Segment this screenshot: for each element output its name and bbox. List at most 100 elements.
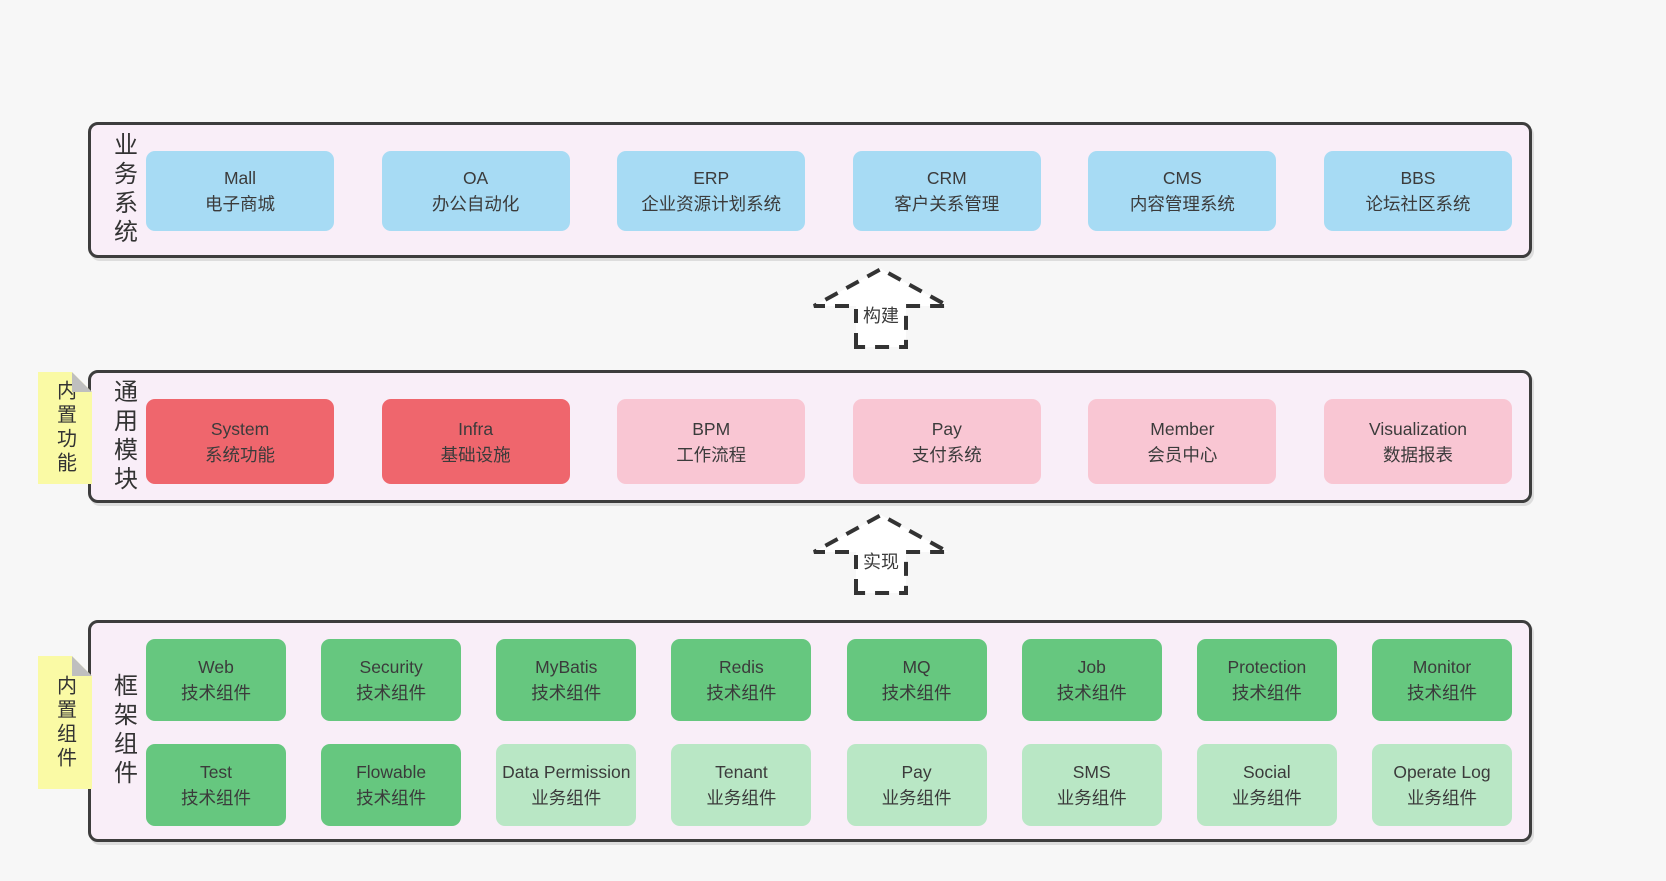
component-box-social: Social 业务组件 [1196,744,1337,826]
sticky-tag-text: 内置组件 [53,674,76,771]
module-subtitle: 技术组件 [1056,683,1127,703]
component-row-1: Web 技术组件 Security 技术组件 MyBatis 技术组件 Redi… [146,639,1512,721]
component-box-web: Web 技术组件 [146,639,286,721]
module-subtitle: 基础设施 [440,444,511,465]
module-subtitle: 技术组件 [881,683,952,703]
arrow-label: 构建 [860,305,902,327]
module-title: CRM [926,168,967,188]
panel-side-label-text: 业务系统 [109,132,137,248]
component-box-operate-log: Operate Log 业务组件 [1371,744,1512,826]
module-subtitle: 数据报表 [1382,444,1453,465]
module-title: SMS [1072,762,1111,782]
module-subtitle: 企业资源计划系统 [641,194,782,214]
component-row-2: Test 技术组件 Flowable 技术组件 Data Permission … [146,744,1512,826]
module-box-erp: ERP 企业资源计划系统 [617,151,806,231]
module-title: Data Permission [502,762,631,782]
module-title: CMS [1162,168,1202,188]
module-title: Protection [1227,657,1307,677]
module-subtitle: 业务组件 [706,788,777,808]
module-row: Mall 电子商城 OA 办公自动化 ERP 企业资源计划系统 CRM 客户关系… [146,151,1512,231]
component-box-mq: MQ 技术组件 [846,639,987,721]
module-subtitle: 业务组件 [881,788,952,808]
module-subtitle: 技术组件 [531,683,602,703]
module-box-visualization: Visualization 数据报表 [1323,399,1512,484]
component-box-tenant: Tenant 业务组件 [671,744,812,826]
module-subtitle: 工作流程 [676,444,747,465]
module-subtitle: 会员中心 [1147,444,1218,465]
module-title: Redis [719,657,764,677]
component-box-mybatis: MyBatis 技术组件 [496,639,637,721]
sticky-tag-built-in-components: 内置组件 [38,656,92,789]
module-box-oa: OA 办公自动化 [381,151,570,231]
module-row: System 系统功能 Infra 基础设施 BPM 工作流程 Pay 支付系统… [146,399,1512,484]
module-title: Operate Log [1393,762,1491,782]
module-title: System [210,418,270,439]
module-subtitle: 客户关系管理 [894,194,1000,214]
implement-arrow: 实现 [806,510,956,596]
module-title: Pay [931,418,962,439]
module-title: Mall [223,168,257,188]
sticky-tag-built-in-features: 内置功能 [38,372,92,484]
component-box-monitor: Monitor 技术组件 [1371,639,1512,721]
module-title: ERP [693,168,730,188]
module-box-mall: Mall 电子商城 [146,151,334,231]
module-subtitle: 技术组件 [1406,683,1477,703]
module-subtitle: 技术组件 [706,683,777,703]
module-box-bbs: BBS 论坛社区系统 [1323,151,1512,231]
component-box-job: Job 技术组件 [1021,639,1162,721]
component-box-sms: SMS 业务组件 [1021,744,1162,826]
module-title: Test [199,762,233,782]
sticky-tag-text: 内置功能 [53,380,76,476]
module-subtitle: 业务组件 [1406,788,1477,808]
module-box-member: Member 会员中心 [1088,399,1277,484]
module-subtitle: 系统功能 [205,444,275,465]
module-title: Job [1077,657,1106,677]
module-title: Web [198,657,234,677]
module-title: Infra [458,418,494,439]
module-box-pay: Pay 支付系统 [852,399,1041,484]
module-subtitle: 技术组件 [181,683,251,703]
module-title: Security [359,657,423,677]
module-subtitle: 电子商城 [205,194,275,214]
module-title: Monitor [1412,657,1472,677]
module-box-crm: CRM 客户关系管理 [852,151,1041,231]
module-subtitle: 业务组件 [1231,788,1302,808]
arrow-label: 实现 [860,551,902,573]
module-subtitle: 内容管理系统 [1129,194,1235,214]
module-subtitle: 业务组件 [1056,788,1127,808]
module-subtitle: 技术组件 [181,788,251,808]
module-title: BBS [1400,168,1436,188]
module-subtitle: 支付系统 [911,444,982,465]
component-box-pay: Pay 业务组件 [846,744,987,826]
module-subtitle: 技术组件 [356,788,427,808]
module-title: MQ [902,657,931,677]
module-title: MyBatis [535,657,598,677]
component-box-protection: Protection 技术组件 [1196,639,1337,721]
module-subtitle: 论坛社区系统 [1365,194,1471,214]
module-subtitle: 办公自动化 [431,194,520,214]
module-title: Member [1150,418,1215,439]
component-box-security: Security 技术组件 [321,639,462,721]
module-box-cms: CMS 内容管理系统 [1088,151,1277,231]
panel-side-label: 业务系统 [101,125,145,255]
module-subtitle: 技术组件 [356,683,427,703]
module-title: Tenant [715,762,768,782]
module-title: Pay [901,762,932,782]
module-title: Flowable [356,762,427,782]
module-title: BPM [692,418,731,439]
panel-side-label: 通用模块 [101,373,145,500]
module-title: Social [1243,762,1291,782]
build-arrow: 构建 [806,264,956,350]
panel-common-modules: 通用模块 System 系统功能 Infra 基础设施 BPM 工作流程 Pay… [88,370,1532,503]
module-title: Visualization [1369,418,1467,439]
module-subtitle: 业务组件 [531,788,602,808]
component-box-test: Test 技术组件 [146,744,286,826]
panel-side-label-text: 框架组件 [109,673,137,789]
panel-business-systems: 业务系统 Mall 电子商城 OA 办公自动化 ERP 企业资源计划系统 CRM… [88,122,1532,258]
module-subtitle: 技术组件 [1231,683,1302,703]
module-title: OA [462,168,489,188]
module-box-infra: Infra 基础设施 [381,399,570,484]
panel-side-label-text: 通用模块 [109,378,137,495]
module-box-bpm: BPM 工作流程 [617,399,806,484]
component-box-flowable: Flowable 技术组件 [321,744,462,826]
